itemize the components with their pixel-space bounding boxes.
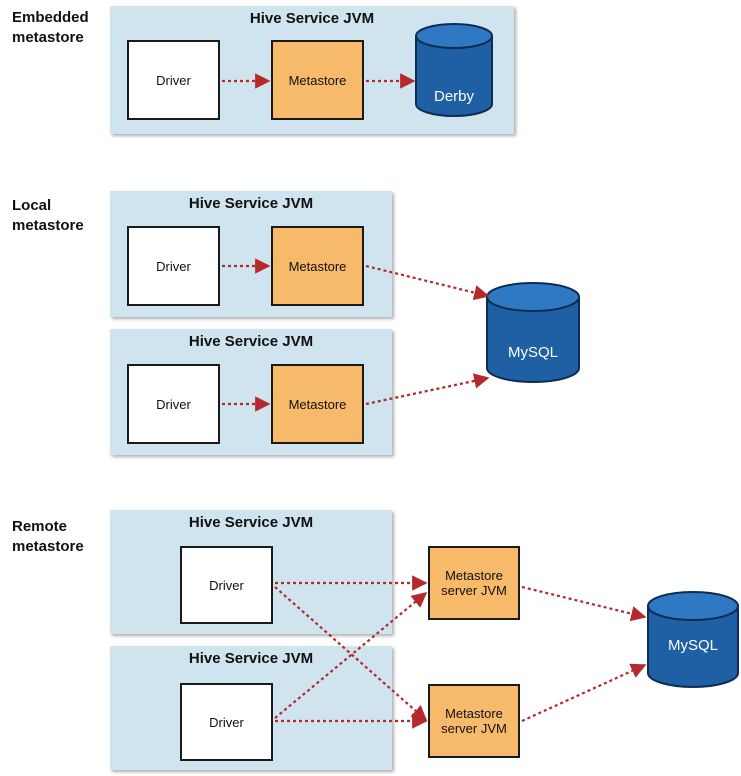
local-mysql-database-icon: [486, 282, 580, 383]
local-jvm1-driver-box: Driver: [127, 226, 220, 306]
remote-mysql-label: MySQL: [667, 637, 718, 654]
local-jvm2-metastore-label: Metastore: [288, 396, 347, 412]
remote-jvm1-driver-label: Driver: [209, 577, 244, 593]
local-jvm1-metastore-box: Metastore: [271, 226, 364, 306]
remote-metastore-server-jvm-2: Metastore server JVM: [428, 684, 520, 758]
remote-metastore-label: Remote metastore: [12, 517, 84, 557]
local-jvm1-title: Hive Service JVM: [188, 195, 314, 212]
embedded-label-line2: metastore: [12, 29, 84, 46]
arrow-remote-server1-to-mysql: [521, 585, 647, 622]
embedded-jvm-title: Hive Service JVM: [249, 10, 375, 27]
local-jvm2-driver-label: Driver: [156, 396, 191, 412]
derby-label: Derby: [433, 88, 474, 105]
remote-label-line1: Remote: [12, 518, 68, 535]
local-jvm2-metastore-box: Metastore: [271, 364, 364, 444]
local-label-line1: Local: [12, 197, 52, 214]
embedded-metastore-label: Embedded metastore: [12, 8, 89, 48]
local-mysql-label: MySQL: [507, 344, 558, 361]
local-label-line2: metastore: [12, 217, 84, 234]
remote-metastore-server-jvm-1: Metastore server JVM: [428, 546, 520, 620]
local-jvm1-metastore-label: Metastore: [288, 258, 347, 274]
local-metastore-label: Local metastore: [12, 196, 84, 236]
remote-server2-line1: Metastore: [445, 706, 503, 721]
remote-server1-line1: Metastore: [445, 568, 503, 583]
remote-label-line2: metastore: [12, 538, 84, 555]
local-jvm2-title: Hive Service JVM: [188, 333, 314, 350]
embedded-driver-box: Driver: [127, 40, 220, 120]
embedded-metastore-box: Metastore: [271, 40, 364, 120]
remote-jvm2-driver-label: Driver: [209, 714, 244, 730]
embedded-metastore-label-text: Metastore: [288, 72, 347, 88]
remote-jvm2-driver-box: Driver: [180, 683, 273, 761]
remote-jvm2-title: Hive Service JVM: [188, 650, 314, 667]
arrow-remote-server2-to-mysql: [521, 663, 647, 723]
remote-server2-line2: server JVM: [441, 721, 507, 736]
remote-jvm1-driver-box: Driver: [180, 546, 273, 624]
local-jvm2-driver-box: Driver: [127, 364, 220, 444]
local-jvm1-driver-label: Driver: [156, 258, 191, 274]
embedded-driver-label: Driver: [156, 72, 191, 88]
remote-server1-line2: server JVM: [441, 583, 507, 598]
embedded-label-line1: Embedded: [12, 9, 89, 26]
remote-jvm1-title: Hive Service JVM: [188, 514, 314, 531]
